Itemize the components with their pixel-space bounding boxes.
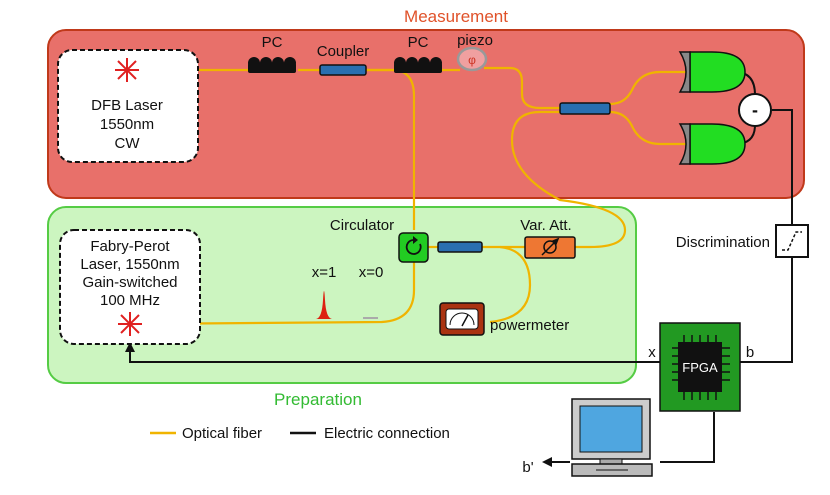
measurement-label: Measurement bbox=[404, 7, 508, 26]
circulator-arrowhead bbox=[413, 236, 418, 244]
dfb-laser-line2: 1550nm bbox=[100, 116, 154, 133]
detector-2-icon bbox=[678, 123, 746, 165]
bprime-label: b' bbox=[522, 459, 533, 476]
piezo-icon bbox=[456, 46, 488, 72]
fiber-bs-loop-from-att bbox=[510, 110, 627, 249]
coupler-1 bbox=[319, 64, 367, 76]
pulse-x1-icon bbox=[316, 291, 332, 319]
fp-laser-line1: Fabry-Perot bbox=[90, 238, 170, 255]
beam-splitter bbox=[559, 102, 611, 115]
fpga-x-label: x bbox=[648, 344, 656, 361]
wire-fpga-arrow bbox=[125, 342, 135, 352]
fiber-bs-to-det1 bbox=[609, 70, 690, 106]
fp-laser-star-icon bbox=[118, 312, 142, 336]
var-att-icon bbox=[541, 237, 560, 256]
pc2-label: PC bbox=[408, 34, 429, 51]
powermeter-dial bbox=[445, 308, 479, 330]
legend-electric-label: Electric connection bbox=[324, 425, 450, 442]
pc1-icon bbox=[248, 57, 296, 73]
fiber-bs-to-det2 bbox=[609, 110, 690, 146]
powermeter-label: powermeter bbox=[490, 317, 569, 334]
detector-1-icon bbox=[678, 51, 746, 93]
wire-minus-to-disc bbox=[772, 109, 793, 225]
var-att-label: Var. Att. bbox=[520, 217, 571, 234]
powermeter-needle bbox=[461, 314, 469, 327]
computer-icon bbox=[571, 398, 653, 477]
circulator-box bbox=[398, 232, 429, 263]
dfb-laser-star-icon bbox=[115, 58, 139, 82]
coupler-label: Coupler bbox=[317, 43, 370, 60]
preparation-label: Preparation bbox=[274, 390, 362, 409]
discrimination-icon bbox=[782, 231, 802, 251]
subtractor-minus: - bbox=[752, 100, 758, 120]
wire-bprime-arrow bbox=[542, 457, 552, 467]
circulator-label: Circulator bbox=[330, 217, 394, 234]
fpga-b-label: b bbox=[746, 344, 754, 361]
discrimination-label: Discrimination bbox=[676, 234, 770, 251]
measurement-region bbox=[47, 29, 805, 199]
coupler-2 bbox=[437, 241, 483, 253]
legend-optical-label: Optical fiber bbox=[182, 425, 262, 442]
dfb-laser-line1: DFB Laser bbox=[91, 97, 163, 114]
fiber-coupler-to-circulator bbox=[366, 68, 416, 230]
piezo-phase-symbol: φ bbox=[468, 53, 476, 67]
circulator-arrow-icon bbox=[405, 239, 422, 255]
wire-fpga-to-bprime bbox=[660, 412, 715, 463]
pulse-x1-label: x=1 bbox=[312, 264, 337, 281]
wire-disc-to-fpga bbox=[727, 257, 793, 363]
pulse-x0-label: x=0 bbox=[359, 264, 384, 281]
dfb-laser-line3: CW bbox=[115, 135, 141, 152]
dfb-laser-box bbox=[57, 49, 199, 163]
fp-laser-line3: Gain-switched bbox=[82, 274, 177, 291]
fpga-label: FPGA bbox=[682, 360, 718, 375]
fiber-piezo-to-bs bbox=[484, 66, 560, 110]
powermeter-gauge-icon bbox=[449, 312, 475, 326]
fiber-fp-to-circulator bbox=[129, 262, 416, 326]
fpga-chip bbox=[678, 342, 722, 392]
pc2-icon bbox=[394, 57, 442, 73]
subtractor-circle bbox=[738, 93, 772, 127]
piezo-label: piezo bbox=[457, 32, 493, 49]
fiber-to-powermeter bbox=[489, 245, 532, 324]
fp-laser-line4: 100 MHz bbox=[100, 292, 160, 309]
pc1-label: PC bbox=[262, 34, 283, 51]
optical-fibers bbox=[129, 66, 690, 326]
fp-laser-line2: Laser, 1550nm bbox=[80, 256, 179, 273]
fp-laser-box bbox=[59, 229, 201, 345]
